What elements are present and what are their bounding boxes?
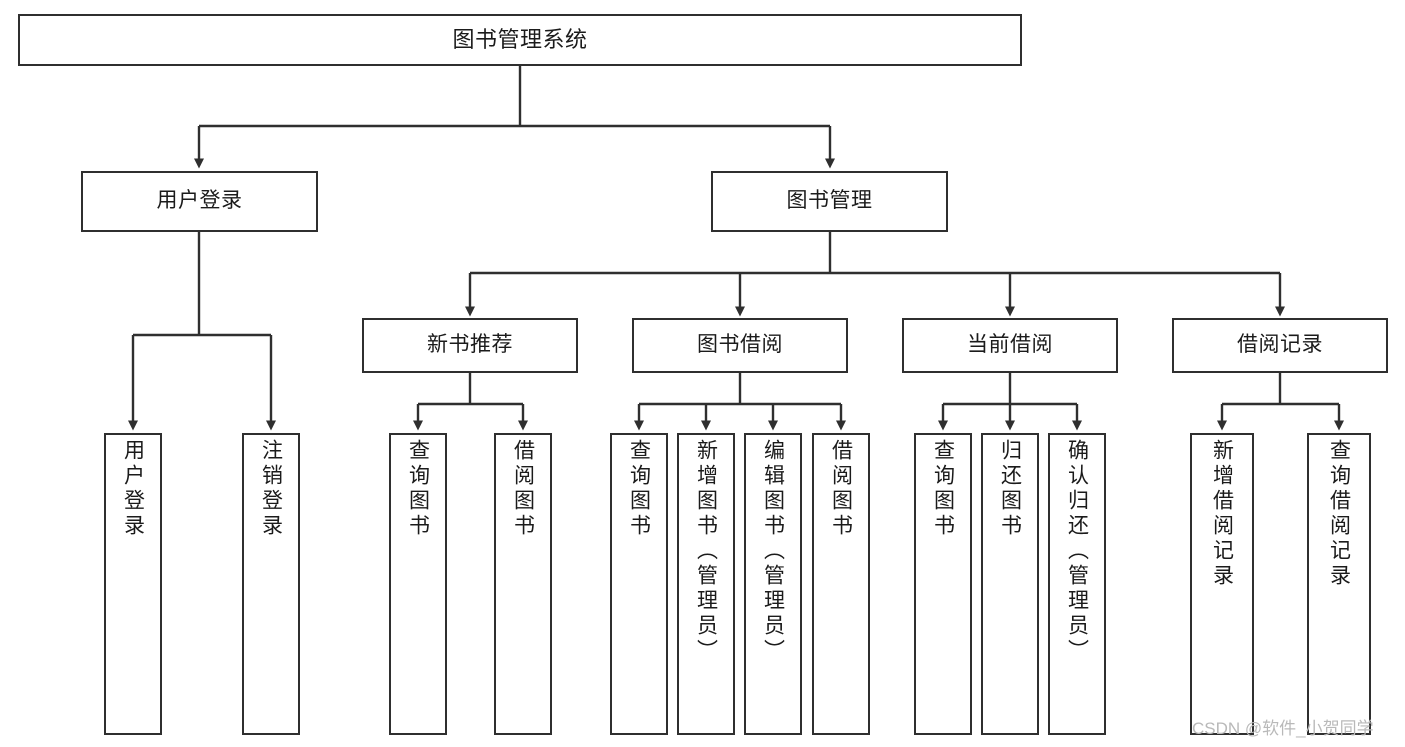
node-new-book-recommend[interactable]: 新书推荐 [362, 318, 578, 373]
node-label: 归还图书 [998, 439, 1022, 539]
node-label: 查询借阅记录 [1327, 439, 1351, 589]
node-label: 图书管理 [786, 189, 873, 213]
node-label: 查询图书 [627, 439, 651, 539]
node-label: 图书借阅 [697, 333, 783, 357]
node-leaf-add-book[interactable]: 新增图书（管理员） [677, 433, 735, 735]
node-label: 注销登录 [259, 439, 283, 539]
node-label: 图书管理系统 [452, 27, 588, 53]
node-label: 当前借阅 [967, 333, 1053, 357]
node-label: 借阅图书 [829, 439, 853, 539]
node-leaf-return-book[interactable]: 归还图书 [981, 433, 1039, 735]
node-leaf-query-book-2[interactable]: 查询图书 [610, 433, 668, 735]
node-label: 新增借阅记录 [1210, 439, 1234, 589]
node-leaf-query-book-3[interactable]: 查询图书 [914, 433, 972, 735]
node-book-manage[interactable]: 图书管理 [711, 171, 948, 232]
node-leaf-borrow-book-2[interactable]: 借阅图书 [812, 433, 870, 735]
node-leaf-borrow-book-1[interactable]: 借阅图书 [494, 433, 552, 735]
node-user-login[interactable]: 用户登录 [81, 171, 318, 232]
node-leaf-confirm-return[interactable]: 确认归还（管理员） [1048, 433, 1106, 735]
node-label: 确认归还（管理员） [1065, 439, 1089, 664]
node-label: 借阅图书 [511, 439, 535, 539]
node-leaf-add-record[interactable]: 新增借阅记录 [1190, 433, 1254, 735]
node-leaf-user-login[interactable]: 用户登录 [104, 433, 162, 735]
node-leaf-query-book-1[interactable]: 查询图书 [389, 433, 447, 735]
node-label: 编辑图书（管理员） [761, 439, 785, 664]
node-borrow-record[interactable]: 借阅记录 [1172, 318, 1388, 373]
node-book-borrow[interactable]: 图书借阅 [632, 318, 848, 373]
node-label: 用户登录 [121, 439, 145, 539]
node-label: 新书推荐 [427, 333, 513, 357]
node-label: 用户登录 [156, 189, 243, 213]
node-leaf-user-logout[interactable]: 注销登录 [242, 433, 300, 735]
node-root-system[interactable]: 图书管理系统 [18, 14, 1022, 66]
csdn-watermark: CSDN @软件_小贺同学 [1192, 719, 1374, 738]
node-label: 查询图书 [406, 439, 430, 539]
node-label: 借阅记录 [1237, 333, 1323, 357]
node-label: 新增图书（管理员） [694, 439, 718, 664]
node-current-borrow[interactable]: 当前借阅 [902, 318, 1118, 373]
node-leaf-edit-book[interactable]: 编辑图书（管理员） [744, 433, 802, 735]
node-leaf-query-record[interactable]: 查询借阅记录 [1307, 433, 1371, 735]
node-label: 查询图书 [931, 439, 955, 539]
